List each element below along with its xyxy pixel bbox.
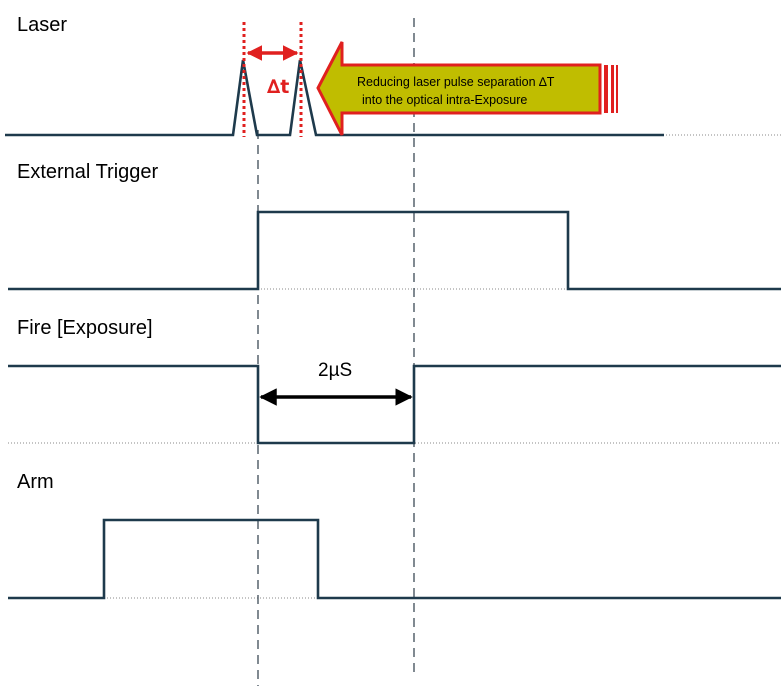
callout-arrow-body <box>316 41 602 136</box>
callout-stripe-3 <box>616 65 618 113</box>
external-trigger-label: External Trigger <box>17 161 159 183</box>
laser-label: Laser <box>17 14 67 36</box>
callout-text-line2: into the optical intra-Exposure <box>362 93 527 107</box>
callout-arrow: Reducing laser pulse separation ∆T into … <box>316 41 618 136</box>
callout-stripe-1 <box>604 65 608 113</box>
arm-label: Arm <box>17 471 54 493</box>
arm-waveform <box>8 518 781 600</box>
external-trigger-waveform <box>8 210 781 291</box>
callout-stripe-2 <box>611 65 614 113</box>
fire-exposure-label: Fire [Exposure] <box>17 317 153 339</box>
laser-waveform <box>5 59 664 137</box>
callout-text-line1: Reducing laser pulse separation ∆T <box>357 75 555 89</box>
fire-exposure-waveform <box>8 364 781 445</box>
pulse-separation-label: ∆t <box>267 76 289 98</box>
exposure-duration-label: 2µS <box>318 360 352 381</box>
